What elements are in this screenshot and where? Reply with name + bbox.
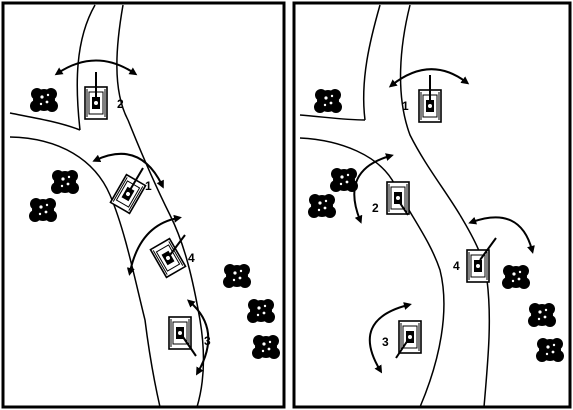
vehicle-label: 2 xyxy=(372,201,379,215)
vehicle-label: 2 xyxy=(117,97,124,111)
bush-icon xyxy=(528,303,556,327)
bush-icon xyxy=(247,299,275,323)
bush-icon xyxy=(314,89,342,113)
vehicle-label: 1 xyxy=(402,99,409,113)
right-panel-frame xyxy=(294,3,570,407)
bush-icon xyxy=(30,88,58,112)
bush-icon xyxy=(252,335,280,359)
bush-icon xyxy=(536,338,564,362)
left-panel: 2 1 4 3 xyxy=(3,3,284,407)
right-panel: 1 2 4 3 xyxy=(294,3,570,407)
vehicle-label: 1 xyxy=(145,179,152,193)
vehicle-label: 3 xyxy=(204,334,211,348)
bush-icon xyxy=(223,264,251,288)
bush-icon xyxy=(51,170,79,194)
bush-icon xyxy=(308,194,336,218)
vehicle-label: 4 xyxy=(188,251,195,265)
bush-icon xyxy=(29,198,57,222)
bush-icon xyxy=(502,265,530,289)
vehicle-label: 4 xyxy=(453,259,460,273)
tank-icon xyxy=(387,182,409,214)
tank-icon xyxy=(467,250,489,282)
vehicle-label: 3 xyxy=(382,335,389,349)
